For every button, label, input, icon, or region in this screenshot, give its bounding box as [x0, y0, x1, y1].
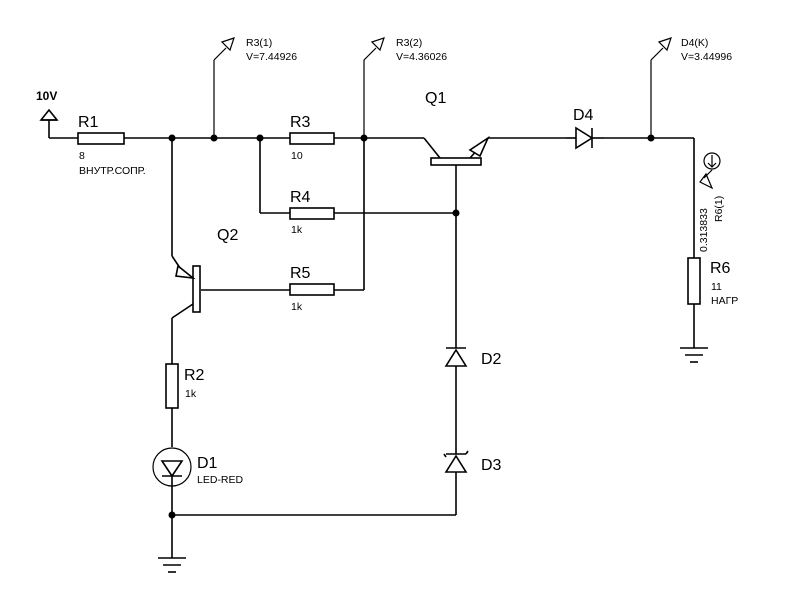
probe-r3-1-reading: V=7.44926 — [246, 51, 297, 63]
r5-label: R5 — [290, 265, 311, 282]
probe-arrow-icon — [657, 37, 672, 52]
probe-r3-1[interactable] — [213, 37, 235, 138]
resistor-r1[interactable] — [77, 132, 125, 145]
d1-label: D1 — [197, 455, 218, 472]
diode-d2[interactable] — [444, 347, 468, 367]
d2-label: D2 — [481, 351, 502, 368]
probe-r3-1-label: R3(1) — [246, 37, 272, 49]
r4-label: R4 — [290, 189, 311, 206]
q1-label: Q1 — [425, 90, 446, 107]
resistor-r2[interactable] — [165, 363, 179, 409]
probe-arrow-icon — [699, 172, 714, 190]
led-d1[interactable] — [152, 447, 192, 487]
probe-r6-1-reading: 0.313833 — [698, 208, 710, 252]
resistor-r5[interactable] — [289, 283, 335, 296]
r1-value: 8 — [79, 150, 85, 162]
r5-value: 1k — [291, 301, 303, 313]
probe-r3-2-label: R3(2) — [396, 37, 422, 49]
wire-r5-branch — [201, 138, 365, 291]
wire-bottom-rail — [171, 213, 457, 558]
resistor-r4[interactable] — [289, 207, 335, 220]
resistor-r6[interactable] — [687, 257, 701, 305]
transistor-q2[interactable] — [171, 138, 201, 364]
transistor-q1[interactable] — [430, 135, 490, 213]
probe-r3-2[interactable] — [363, 37, 385, 138]
r1-desc: ВНУТР.СОПР. — [79, 165, 146, 177]
r3-label: R3 — [290, 114, 311, 131]
probe-d4-k-label: D4(K) — [681, 37, 708, 49]
r1-label: R1 — [78, 114, 99, 131]
source-label: 10V — [36, 89, 57, 103]
r6-value: 11 — [711, 281, 722, 293]
r2-value: 1k — [185, 388, 197, 400]
wire-top-rail — [49, 137, 694, 159]
d4-label: D4 — [573, 107, 594, 124]
ground-symbol — [158, 557, 186, 573]
ground-symbol — [680, 347, 708, 363]
probe-arrow-icon — [220, 37, 235, 52]
r4-value: 1k — [291, 224, 303, 236]
probe-d4-k-reading: V=3.44996 — [681, 51, 732, 63]
r3-value: 10 — [291, 150, 303, 162]
r6-label: R6 — [710, 260, 731, 277]
probe-arrow-icon — [370, 37, 385, 52]
wire-r4-branch — [259, 138, 456, 214]
voltage-source-terminal — [39, 108, 59, 138]
probe-d4-k[interactable] — [650, 37, 672, 138]
q2-emitter-arrow-icon — [175, 264, 196, 280]
r6-desc: НАГР — [711, 295, 738, 307]
q1-base-bar — [430, 157, 482, 166]
q1-emitter-arrow-icon — [468, 135, 490, 158]
probe-r3-2-reading: V=4.36026 — [396, 51, 447, 63]
source-arrow-icon — [39, 108, 59, 121]
r2-label: R2 — [184, 367, 205, 384]
diode-d3[interactable] — [443, 450, 469, 473]
resistor-r3[interactable] — [289, 132, 335, 145]
q2-label: Q2 — [217, 227, 238, 244]
q2-base-bar — [192, 265, 201, 313]
diode-d4[interactable] — [566, 126, 604, 150]
probe-r6-1-label: R6(1) — [713, 196, 725, 222]
current-probe-r6[interactable] — [699, 152, 721, 190]
d1-value: LED-RED — [197, 474, 244, 486]
current-probe-icon — [703, 152, 721, 170]
d3-label: D3 — [481, 457, 502, 474]
